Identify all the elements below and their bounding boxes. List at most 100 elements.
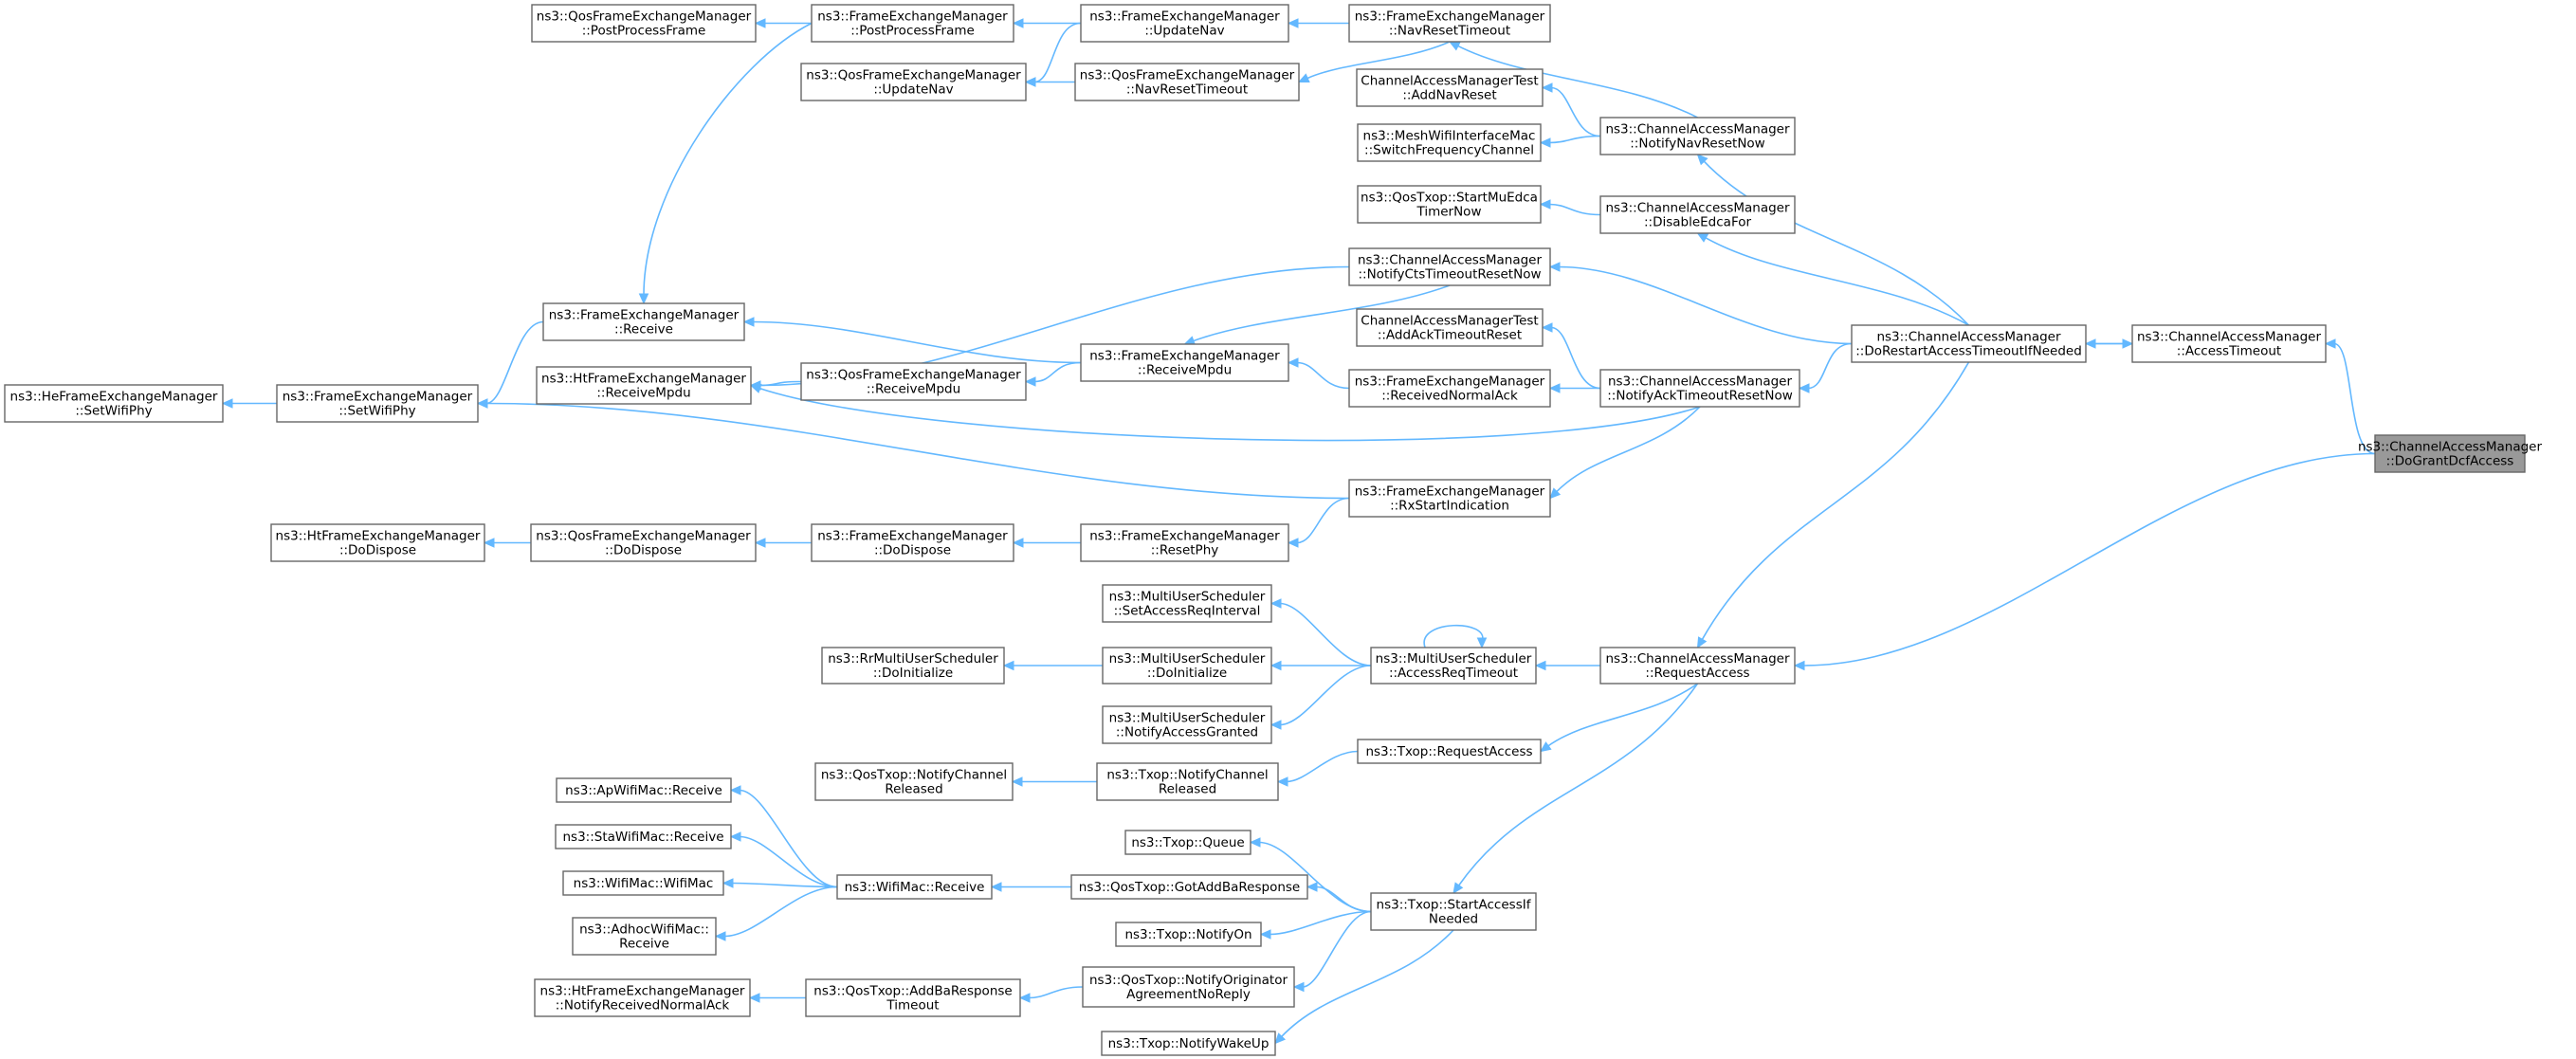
node-label: ::Receive [614,322,673,338]
node-qfem-postprocess[interactable]: ns3::FrameExchangeManager::PostProcessFr… [811,4,1014,43]
edge-mus-accessreq-to-mus-doinit [1270,660,1372,671]
node-fem-navreset[interactable]: ns3::FrameExchangeManager::NavResetTimeo… [1348,4,1551,43]
node-wifimac-receive[interactable]: ns3::WifiMac::Receive [836,874,993,900]
node-txop-notifyon[interactable]: ns3::Txop::NotifyOn [1115,922,1262,947]
node-box [270,523,485,562]
edge-fem-receivempdu-to-fem-receive [742,317,1082,364]
node-label: ::DoRestartAccessTimeoutIfNeeded [1855,344,2082,359]
node-box [1348,369,1551,408]
node-label: ::DoDispose [605,543,682,558]
node-label: ::DoGrantDcfAccess [2386,454,2514,469]
node-box [1102,705,1272,744]
node-mus-doinit[interactable]: ns3::MultiUserScheduler::DoInitialize [1102,647,1272,685]
node-fem-updatenav[interactable]: ns3::FrameExchangeManager::UpdateNav [1080,4,1289,43]
edge-line [1546,683,1698,747]
node-notifynav[interactable]: ns3::ChannelAccessManager::NotifyNavRese… [1599,117,1796,155]
node-mus-accessreq[interactable]: ns3::MultiUserScheduler::AccessReqTimeou… [1370,647,1537,685]
node-camt-addack[interactable]: ChannelAccessManagerTest::AddAckTimeoutR… [1356,308,1544,347]
node-label: ns3::FrameExchangeManager [1089,529,1280,544]
node-qfem-navreset[interactable]: ns3::QosFrameExchangeManager::NavResetTi… [1074,63,1300,101]
node-txop-request[interactable]: ns3::Txop::RequestAccess [1357,739,1542,764]
node-fem-dodispose[interactable]: ns3::FrameExchangeManager::DoDispose [811,523,1014,562]
node-fem-resetphy[interactable]: ns3::FrameExchangeManager::ResetPhy [1080,523,1289,562]
node-fem-receivempdu[interactable]: ns3::FrameExchangeManager::ReceiveMpdu [1080,343,1289,382]
node-qfem-updatenav[interactable]: ns3::QosFrameExchangeManager::UpdateNav [800,63,1027,101]
edge-arrowhead [1024,77,1036,87]
node-box [1599,117,1796,155]
edge-disableedca-to-qostxop-startmu [1539,199,1601,216]
edge-fem-receivempdu-to-qfem-receivempdu [1024,361,1082,387]
node-fem-receive[interactable]: ns3::FrameExchangeManager::Receive [542,302,745,341]
edge-line [758,387,1701,442]
node-fem-rxstart[interactable]: ns3::FrameExchangeManager::RxStartIndica… [1348,479,1551,518]
node-stawifi-receive[interactable]: ns3::StaWifiMac::Receive [555,824,732,849]
node-mesh-switch[interactable]: ns3::MeshWifiInterfaceMac::SwitchFrequen… [1357,123,1542,162]
edge-mus-accessreq-to-mus-accessreq [1423,624,1488,649]
edge-arrowhead [749,380,761,391]
node-label: ns3::QosFrameExchangeManager [537,9,752,25]
node-txop-queue[interactable]: ns3::Txop::Queue [1124,830,1251,855]
node-htfem-notifyrecv[interactable]: ns3::HtFrameExchangeManager::NotifyRecei… [534,978,751,1017]
node-mus-setaccess[interactable]: ns3::MultiUserScheduler::SetAccessReqInt… [1102,584,1272,623]
node-label: ns3::FrameExchangeManager [549,308,740,323]
edge-txop-startaccess-to-txop-wakeup [1274,929,1454,1045]
node-notifycts[interactable]: ns3::ChannelAccessManager::NotifyCtsTime… [1348,247,1551,286]
edge-arrowhead [1452,882,1464,894]
node-qostxop-notifyorig[interactable]: ns3::QosTxop::NotifyOriginatorAgreementN… [1082,966,1295,1008]
node-fem-setwifiphy[interactable]: ns3::FrameExchangeManager::SetWifiPhy [276,384,479,423]
edge-arrowhead [1002,660,1014,671]
node-htfem-dodispose[interactable]: ns3::HtFrameExchangeManager::DoDispose [270,523,485,562]
node-qostxop-gotadd[interactable]: ns3::QosTxop::GotAddBaResponse [1070,874,1308,900]
node-box [534,978,751,1017]
node-box [821,647,1005,685]
edge-fem-rxstart-to-fem-setwifiphy [476,398,1350,500]
node-requestaccess[interactable]: ns3::ChannelAccessManager::RequestAccess [1599,647,1796,685]
edge-line [758,380,802,387]
node-qfem-postproc2[interactable]: ns3::QosFrameExchangeManager::PostProces… [531,4,757,43]
node-txop-wakeup[interactable]: ns3::Txop::NotifyWakeUp [1101,1031,1276,1056]
node-fem-recvnormalack[interactable]: ns3::FrameExchangeManager::ReceivedNorma… [1348,369,1551,408]
node-label: ns3::MultiUserScheduler [1376,651,1532,666]
edge-line [1269,910,1372,936]
edge-notifyack-to-camt-addack [1541,322,1601,390]
node-rr-doinit[interactable]: ns3::RrMultiUserScheduler::DoInitialize [821,647,1005,685]
edge-txop-request-to-txop-notifychan [1276,750,1359,787]
edge-arrowhead [1306,882,1318,892]
edge-arrowhead [1696,636,1708,649]
edge-arrowhead [1011,776,1023,787]
node-notifyack[interactable]: ns3::ChannelAccessManager::NotifyAckTime… [1599,369,1800,408]
node-label: ns3::WifiMac::WifiMac [574,876,714,891]
edge-line [731,882,838,888]
node-qfem-receivempdu[interactable]: ns3::QosFrameExchangeManager::ReceiveMpd… [800,362,1027,401]
node-apwifi-receive[interactable]: ns3::ApWifiMac::Receive [556,777,732,803]
edge-line [1296,497,1350,544]
node-camt-addnav[interactable]: ChannelAccessManagerTest::AddNavReset [1356,68,1544,107]
node-accesstimeout[interactable]: ns3::ChannelAccessManager::AccessTimeout [2131,324,2327,363]
node-label: ns3::FrameExchangeManager [283,390,473,405]
edge-wifimac-receive-to-wifimac-wifimac [722,878,838,888]
edge-line [1033,22,1082,83]
node-label: ::SetAccessReqInterval [1114,604,1261,619]
node-label: ns3::FrameExchangeManager [1089,9,1280,25]
edge-fem-setwifiphy-to-hefem-setwifiphy [221,398,277,409]
node-label: ns3::FrameExchangeManager [1355,9,1545,25]
node-box [2374,434,2526,473]
edge-arrowhead [1548,383,1561,393]
node-label: ChannelAccessManagerTest [1361,74,1538,89]
node-adhoc-receive[interactable]: ns3::AdhocWifiMac::Receive [572,917,717,956]
node-hefem-setwifiphy[interactable]: ns3::HeFrameExchangeManager::SetWifiPhy [4,384,224,423]
node-htfem-receivempdu[interactable]: ns3::HtFrameExchangeManager::ReceiveMpdu [536,366,752,405]
node-dorestart[interactable]: ns3::ChannelAccessManager::DoRestartAcce… [1851,324,2087,363]
node-dogrant[interactable]: ns3::ChannelAccessManager::DoGrantDcfAcc… [2358,434,2543,473]
node-mus-notifygranted[interactable]: ns3::MultiUserScheduler::NotifyAccessGra… [1102,705,1272,744]
node-box [1102,647,1272,685]
node-wifimac-wifimac[interactable]: ns3::WifiMac::WifiMac [562,870,724,896]
node-qfem-dodispose[interactable]: ns3::QosFrameExchangeManager::DoDispose [530,523,757,562]
edge-arrowhead [748,993,760,1003]
node-disableedca[interactable]: ns3::ChannelAccessManager::DisableEdcaFo… [1599,195,1796,234]
